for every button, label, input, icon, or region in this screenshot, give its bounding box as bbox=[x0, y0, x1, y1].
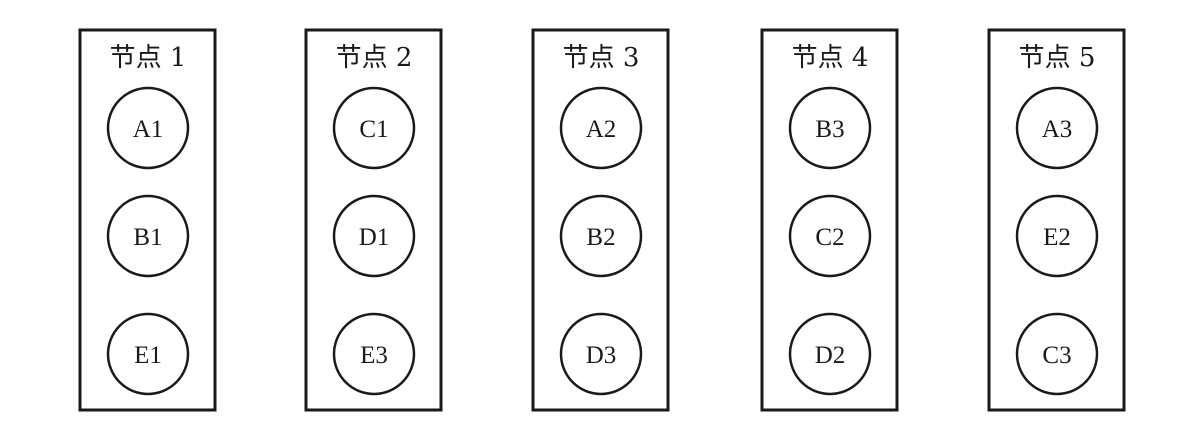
replica-a1-label: A1 bbox=[133, 116, 164, 143]
node-5-title: 节点 5 bbox=[1019, 43, 1096, 73]
node-3: 节点 3 A2 B2 D3 bbox=[531, 28, 670, 412]
replica-d1-label: D1 bbox=[359, 224, 390, 251]
replica-a3-circle bbox=[1015, 86, 1099, 170]
replica-a3: A3 bbox=[1015, 86, 1099, 170]
replica-b2: B2 bbox=[559, 194, 643, 278]
replica-a2-label: A2 bbox=[586, 116, 617, 143]
replica-e1-label: E1 bbox=[134, 342, 162, 369]
replica-d2-label: D2 bbox=[815, 342, 846, 369]
replica-b3: B3 bbox=[788, 86, 872, 170]
replica-d2: D2 bbox=[788, 312, 872, 396]
replica-c3-circle bbox=[1015, 312, 1099, 396]
node-1-title: 节点 1 bbox=[110, 43, 187, 73]
replica-b2-label: B2 bbox=[586, 224, 615, 251]
replica-e1-circle bbox=[106, 312, 190, 396]
replica-a3-label: A3 bbox=[1042, 116, 1073, 143]
replica-d1: D1 bbox=[332, 194, 416, 278]
replica-c2-circle bbox=[788, 194, 872, 278]
replica-b2-circle bbox=[559, 194, 643, 278]
replica-d3-circle bbox=[559, 312, 643, 396]
node-2: 节点 2 C1 D1 E3 bbox=[304, 28, 443, 412]
replica-d3-label: D3 bbox=[586, 342, 617, 369]
replica-b3-label: B3 bbox=[815, 116, 844, 143]
replica-e1: E1 bbox=[106, 312, 190, 396]
replica-c2-label: C2 bbox=[815, 224, 844, 251]
replica-c1-label: C1 bbox=[359, 116, 388, 143]
replica-b1: B1 bbox=[106, 194, 190, 278]
replica-c1-circle bbox=[332, 86, 416, 170]
replica-c3: C3 bbox=[1015, 312, 1099, 396]
node-1: 节点 1 A1 B1 E1 bbox=[78, 28, 217, 412]
replica-e2-label: E2 bbox=[1043, 224, 1071, 251]
replica-d2-circle bbox=[788, 312, 872, 396]
replica-a1: A1 bbox=[106, 86, 190, 170]
replica-b1-circle bbox=[106, 194, 190, 278]
replica-a1-circle bbox=[106, 86, 190, 170]
replica-a2: A2 bbox=[559, 86, 643, 170]
replica-e3-label: E3 bbox=[360, 342, 388, 369]
replica-d3: D3 bbox=[559, 312, 643, 396]
replica-b1-label: B1 bbox=[133, 224, 162, 251]
replica-c3-label: C3 bbox=[1042, 342, 1071, 369]
replica-e3: E3 bbox=[332, 312, 416, 396]
node-4-title: 节点 4 bbox=[792, 43, 869, 73]
node-5: 节点 5 A3 E2 C3 bbox=[987, 28, 1126, 412]
replica-c1: C1 bbox=[332, 86, 416, 170]
replica-e2-circle bbox=[1015, 194, 1099, 278]
node-4: 节点 4 B3 C2 D2 bbox=[760, 28, 899, 412]
replica-c2: C2 bbox=[788, 194, 872, 278]
replica-e3-circle bbox=[332, 312, 416, 396]
replica-d1-circle bbox=[332, 194, 416, 278]
node-2-title: 节点 2 bbox=[336, 43, 413, 73]
replica-b3-circle bbox=[788, 86, 872, 170]
node-3-title: 节点 3 bbox=[563, 43, 640, 73]
replica-a2-circle bbox=[559, 86, 643, 170]
replica-e2: E2 bbox=[1015, 194, 1099, 278]
